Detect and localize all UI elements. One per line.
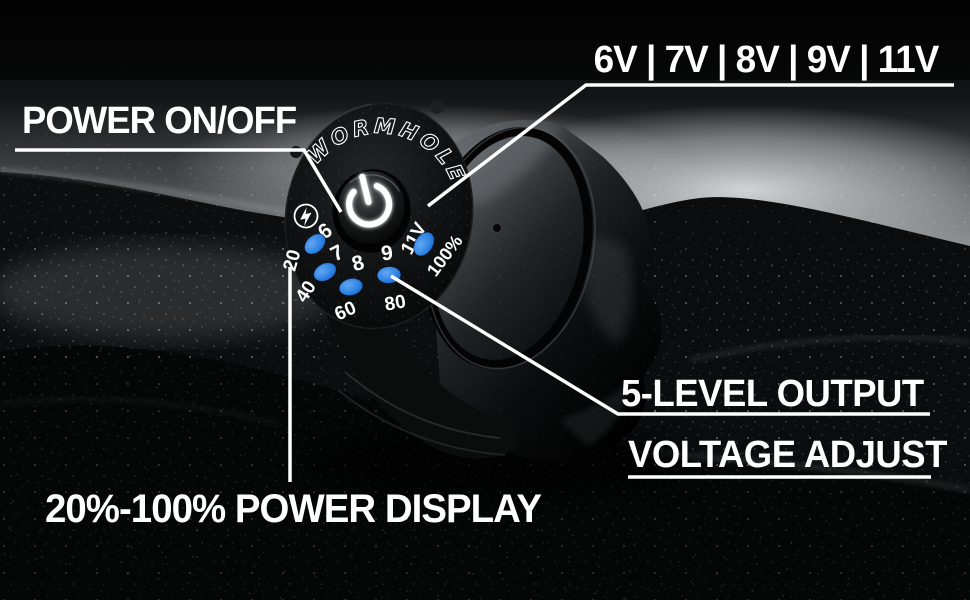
leader-line-voltage-levels xyxy=(426,83,954,208)
led-indicator-1 xyxy=(303,233,327,255)
body-speckle xyxy=(440,130,660,460)
power-icon xyxy=(346,173,393,228)
device-neck xyxy=(320,292,519,459)
callout-power-onoff: POWER ON/OFF xyxy=(22,100,297,142)
callout-output-line1: 5-LEVEL OUTPUT xyxy=(621,373,924,415)
callout-output-line2: VOLTAGE ADJUST xyxy=(628,434,947,476)
callout-voltage-levels: 6V | 7V | 8V | 9V | 11V xyxy=(593,39,940,81)
power-button-highlight xyxy=(349,174,400,192)
led-indicator-3 xyxy=(338,277,364,297)
face-notch-top xyxy=(430,100,444,114)
led-indicators xyxy=(303,231,435,297)
neck-groove-2 xyxy=(337,389,506,456)
body-screw-hole xyxy=(492,223,502,233)
top-vignette xyxy=(0,0,970,80)
led-indicator-2 xyxy=(313,262,337,282)
voltage-label-9: 9 xyxy=(380,241,394,265)
device: WORMHOLE 6 7 8 9 xyxy=(279,95,690,504)
led-indicator-5 xyxy=(413,231,435,257)
lightning-bolt-icon xyxy=(293,203,319,229)
leader-lines xyxy=(15,83,954,482)
neck-groove-1 xyxy=(344,371,501,439)
face-notch-left xyxy=(290,146,302,158)
callout-power-display: 20%-100% POWER DISPLAY xyxy=(45,487,542,531)
leader-line-voltage-adjust xyxy=(390,274,930,416)
leader-line-power-onoff xyxy=(15,148,343,213)
percent-label-80: 80 xyxy=(383,291,407,315)
